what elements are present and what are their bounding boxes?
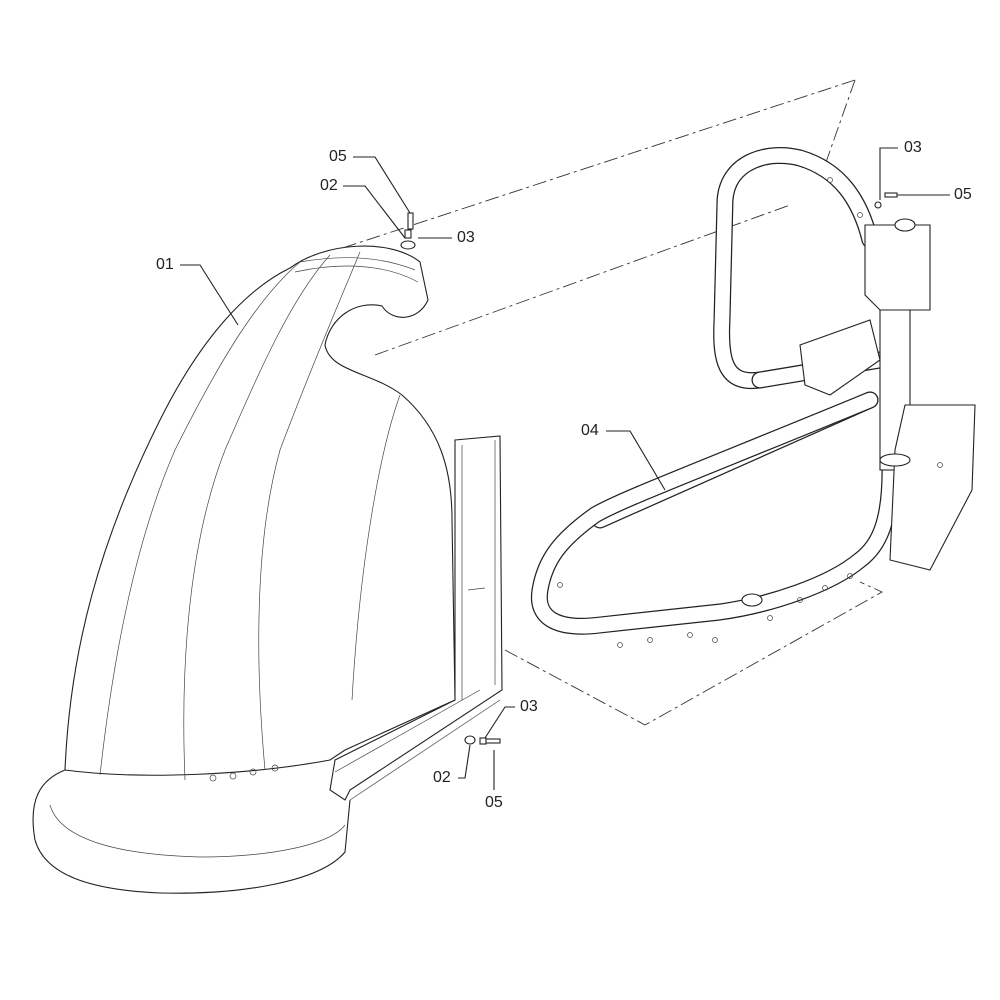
callout-01-fender: 01 [156, 256, 174, 273]
callout-05-top-right: 05 [954, 186, 972, 203]
hardware-top-right [874, 192, 898, 209]
fender-part-01 [32, 245, 503, 894]
assembly-dashed-lines [299, 79, 883, 726]
callout-03-top-right: 03 [904, 139, 922, 156]
callout-03-top-left: 03 [457, 229, 475, 246]
handle-frame-part-04 [530, 146, 976, 648]
hardware-bottom [464, 735, 501, 745]
callout-05-top-left: 05 [329, 148, 347, 165]
callout-02-bottom: 02 [433, 769, 451, 786]
callout-05-bottom: 05 [485, 794, 503, 811]
callout-02-top-left: 02 [320, 177, 338, 194]
callout-03-bottom: 03 [520, 698, 538, 715]
callout-04-handle: 04 [581, 422, 599, 439]
hardware-top-left [400, 212, 416, 250]
callout-leaders [180, 147, 950, 790]
